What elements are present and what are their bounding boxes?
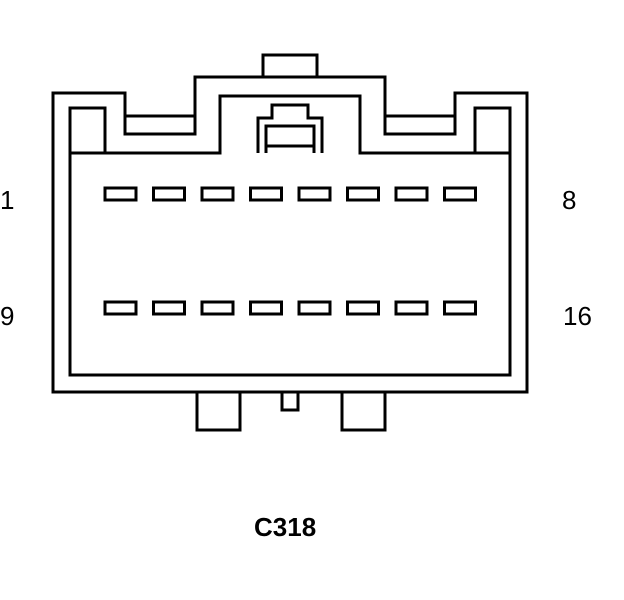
center-nub xyxy=(280,392,300,412)
pin-label-bottom-right: 16 xyxy=(563,301,592,331)
pin-cavity-8 xyxy=(443,186,477,202)
left-shoulder xyxy=(123,114,195,134)
pin-cavity-12 xyxy=(249,300,283,316)
lock-channel-inner xyxy=(264,124,316,153)
connector-id-label: C318 xyxy=(254,512,317,542)
pin-array xyxy=(103,186,477,316)
pin-label-top-right: 8 xyxy=(562,185,577,215)
pin-cavity-16 xyxy=(443,300,477,316)
pin-cavity-9 xyxy=(103,300,138,316)
pin-label-bottom-left: 9 xyxy=(0,301,15,331)
pin-cavity-13 xyxy=(297,300,332,316)
pin-cavity-7 xyxy=(394,186,429,202)
pin-cavity-14 xyxy=(346,300,380,316)
pin-cavity-1 xyxy=(103,186,138,202)
pin-label-top-left: 1 xyxy=(0,185,15,215)
pin-cavity-3 xyxy=(200,186,235,202)
pin-cavity-5 xyxy=(297,186,332,202)
lock-channel-outer xyxy=(256,103,324,153)
left-foot xyxy=(195,392,242,432)
latch-tab xyxy=(261,53,319,77)
housing-inner-outline xyxy=(68,106,512,377)
pin-cavity-15 xyxy=(394,300,429,316)
pin-cavity-2 xyxy=(152,186,186,202)
pin-cavity-11 xyxy=(200,300,235,316)
right-foot xyxy=(340,392,387,432)
pin-cavity-4 xyxy=(249,186,283,202)
inner-cavity-top-edge xyxy=(105,94,475,155)
connector-housing xyxy=(51,53,529,432)
right-shoulder xyxy=(385,114,457,134)
pin-cavity-6 xyxy=(346,186,380,202)
pin-cavity-10 xyxy=(152,300,186,316)
